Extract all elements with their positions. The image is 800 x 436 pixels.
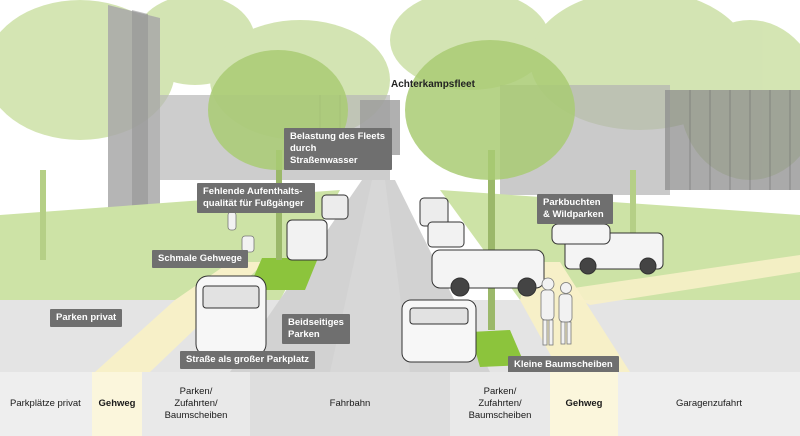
section-garagenzufahrt: Garagenzufahrt [618, 372, 800, 436]
callout-schmale-gehwege: Schmale Gehwege [152, 250, 248, 268]
section-gehweg-left: Gehweg [92, 372, 142, 436]
street-title: Achterkampsfleet [391, 79, 475, 90]
callout-kleine-baumscheiben: Kleine Baumscheiben [508, 356, 619, 374]
section-fahrbahn: Fahrbahn [250, 372, 450, 436]
section-gehweg-right: Gehweg [550, 372, 618, 436]
section-legend-bar: Parkplätze privat Gehweg Parken/ Zufahrt… [0, 372, 800, 436]
building-far-right [665, 90, 800, 190]
parked-cars [195, 194, 664, 363]
callout-belastung: Belastung des Fleets durch Straßenwasser [284, 128, 392, 170]
section-parken-right: Parken/ Zufahrten/ Baumscheiben [450, 372, 550, 436]
tree-pit-left [248, 258, 318, 290]
callout-parken-privat: Parken privat [50, 309, 123, 327]
pedestrians [227, 211, 573, 346]
section-parken-left: Parken/ Zufahrten/ Baumscheiben [142, 372, 250, 436]
section-parkplaetze-privat: Parkplätze privat [0, 372, 92, 436]
callout-parkbuchten: Parkbuchten & Wildparken [537, 194, 613, 224]
callout-fehlende-aufenthaltsqualitaet: Fehlende Aufenthalts-qualität für Fußgän… [197, 183, 315, 213]
lawn-left [0, 190, 340, 300]
callout-strasse-parkplatz: Straße als großer Parkplatz [180, 351, 316, 369]
callout-beidseitiges-parken: Beidseitiges Parken [282, 314, 350, 344]
